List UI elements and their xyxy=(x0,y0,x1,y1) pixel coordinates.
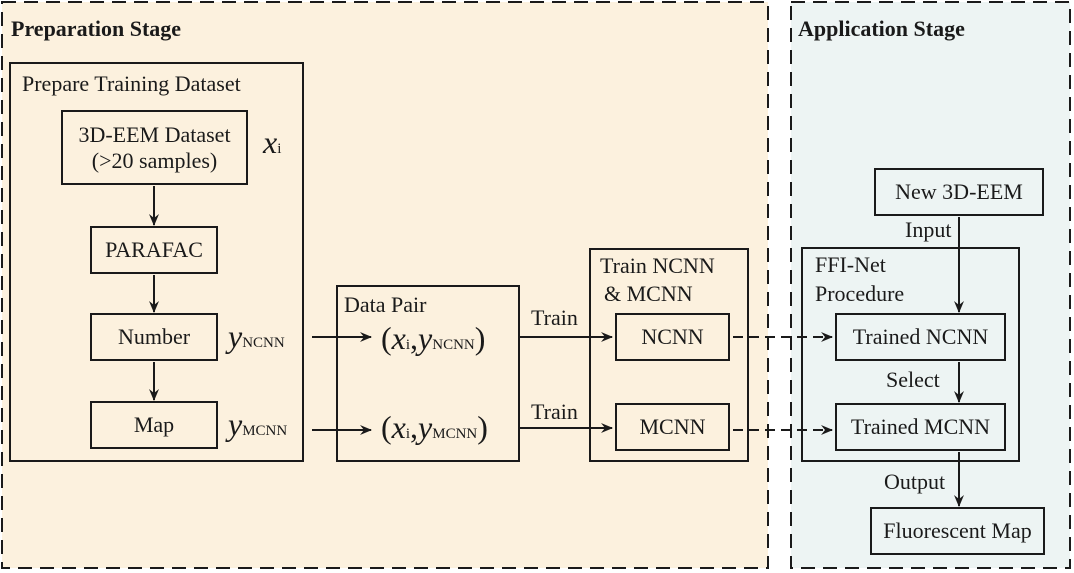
pair-mcnn-label: (xi,yMCNN) xyxy=(381,409,488,445)
train-group-title-line2: & MCNN xyxy=(604,281,693,306)
eem-dataset-line2: (>20 samples) xyxy=(91,147,218,173)
map-box: Map xyxy=(90,401,218,449)
application-stage-border xyxy=(790,1,1071,569)
mcnn-box: MCNN xyxy=(615,403,730,451)
eem-dataset-line1: 3D-EEM Dataset xyxy=(78,121,231,147)
x-i-label: xi xyxy=(263,124,282,160)
y-ncnn-label: yNCNN xyxy=(228,318,285,354)
trained-ncnn-box: Trained NCNN xyxy=(835,313,1006,361)
ffi-net-procedure-group xyxy=(801,247,1020,462)
train-group-title-line1: Train NCNN xyxy=(600,253,715,278)
input-label: Input xyxy=(905,217,952,242)
eem-dataset-box: 3D-EEM Dataset (>20 samples) xyxy=(61,110,248,185)
application-stage-panel xyxy=(791,2,1070,568)
parafac-box: PARAFAC xyxy=(90,226,218,274)
preparation-stage-border xyxy=(1,1,769,569)
new-eem-box: New 3D-EEM xyxy=(874,168,1044,216)
preparation-stage-title: Preparation Stage xyxy=(11,16,182,41)
ncnn-box: NCNN xyxy=(615,313,730,361)
pair-ncnn-label: (xi,yNCNN) xyxy=(381,320,486,356)
ffi-net-title-line2: Procedure xyxy=(815,281,905,306)
select-label: Select xyxy=(886,367,940,392)
data-pair-title: Data Pair xyxy=(344,292,427,317)
y-mcnn-label: yMCNN xyxy=(228,406,288,442)
ffi-net-title-line1: FFI-Net xyxy=(815,252,886,277)
fluorescent-map-box: Fluorescent Map xyxy=(870,507,1045,555)
data-pair-group xyxy=(336,285,520,462)
train-label-top: Train xyxy=(531,305,578,330)
train-label-bottom: Train xyxy=(531,399,578,424)
output-label: Output xyxy=(884,469,946,494)
prepare-training-dataset-title: Prepare Training Dataset xyxy=(22,71,241,96)
train-group xyxy=(589,248,749,462)
prepare-training-dataset-group xyxy=(9,62,304,462)
trained-mcnn-box: Trained MCNN xyxy=(835,403,1006,451)
number-box: Number xyxy=(90,313,218,361)
application-stage-title: Application Stage xyxy=(798,16,965,41)
